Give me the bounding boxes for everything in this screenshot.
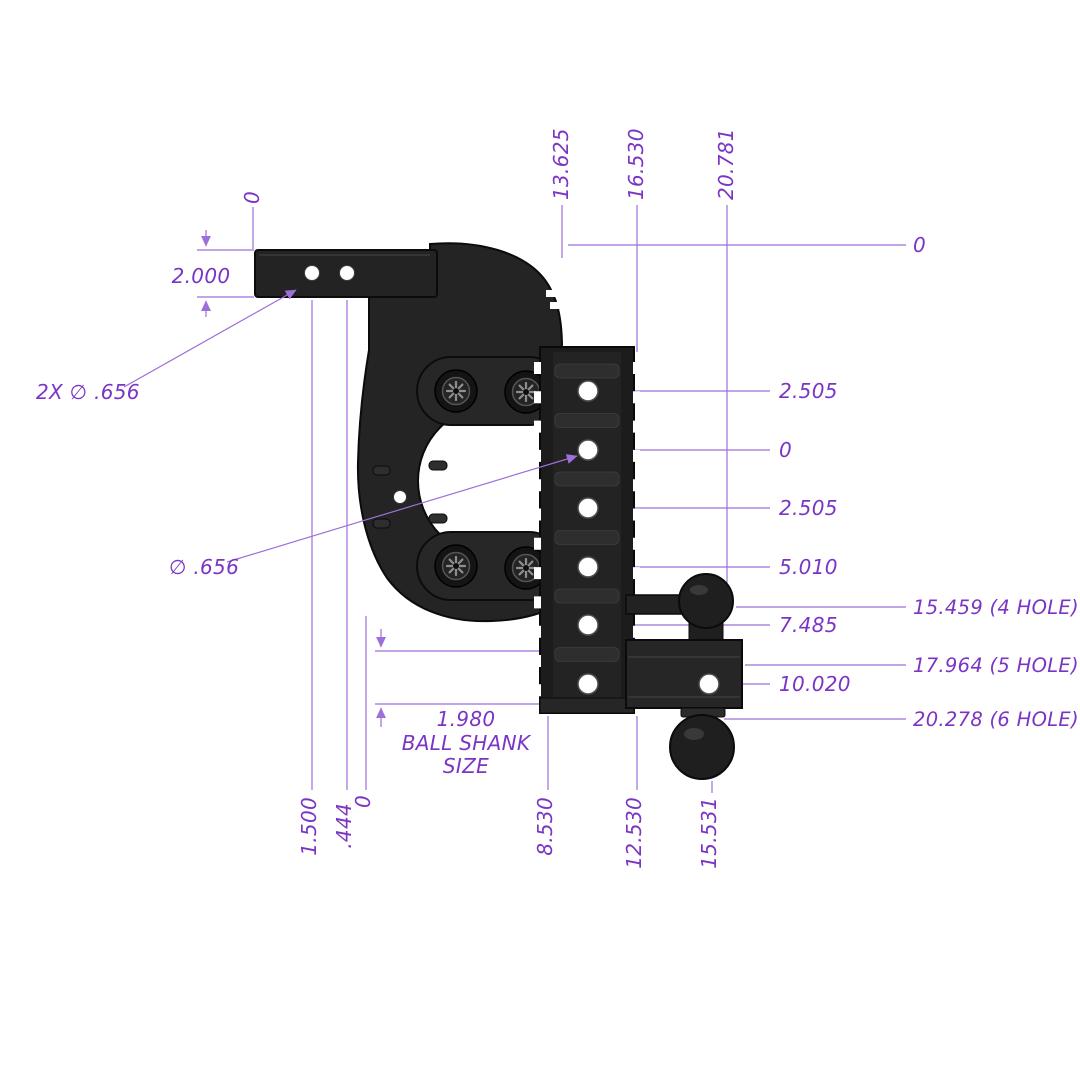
channel-rib	[554, 363, 620, 379]
channel-foot	[539, 697, 635, 714]
dim-hole-10-020: 10.020	[779, 672, 851, 696]
dim-drop-5-hole: 17.964 (5 HOLE)	[913, 654, 1079, 677]
mount-hole	[698, 673, 720, 695]
ball-shank-note-line2: SIZE	[443, 754, 489, 778]
dim-ball-shank-value: 1.980	[437, 707, 496, 731]
dim-hole-5-010: 5.010	[779, 555, 838, 579]
dual-ball-mount	[625, 573, 743, 780]
hitch-ball-small	[678, 573, 734, 629]
dim-top-zero: 0	[240, 191, 264, 204]
channel-hole	[577, 380, 599, 402]
dim-top-20-781: 20.781	[714, 128, 738, 200]
bolt-washer	[433, 368, 479, 414]
channel-rib	[554, 588, 620, 604]
hitch-ball-large	[669, 714, 735, 780]
dim-bottom-15-531: 15.531	[697, 797, 721, 869]
dim-bottom-12-530: 12.530	[622, 797, 646, 869]
dim-shank-holes-callout: 2X ∅ .656	[36, 380, 140, 404]
channel-rib	[554, 530, 620, 545]
ball-highlight	[690, 585, 708, 595]
channel-hole	[577, 439, 599, 461]
body-pilot-hole	[393, 490, 407, 504]
ball-highlight	[684, 728, 704, 740]
shank-pin-hole	[304, 265, 320, 281]
hitch-assembly	[254, 242, 743, 780]
dim-drop-4-hole: 15.459 (4 HOLE)	[913, 596, 1079, 619]
dim-drop-6-hole: 20.278 (6 HOLE)	[913, 708, 1079, 731]
body-slot	[428, 460, 448, 471]
dimension-leaders	[123, 230, 578, 727]
body-slot	[372, 465, 391, 476]
dim-top-16-530: 16.530	[624, 128, 648, 200]
leader-shank-holes	[123, 289, 297, 388]
shank-pin-hole	[339, 265, 355, 281]
channel-hole	[577, 673, 599, 695]
dim-bottom-1-500: 1.500	[297, 797, 321, 856]
dim-hole-zero: 0	[779, 438, 792, 462]
ball-shank-note-line1: BALL SHANK	[402, 731, 532, 755]
dim-hole-2-505-b: 2.505	[779, 496, 838, 520]
leader-channel-hole	[226, 454, 578, 563]
dim-bottom-zero: 0	[351, 795, 375, 808]
channel-hole	[577, 614, 599, 636]
dim-shank-height: 2.000	[172, 264, 231, 288]
dim-drop-zero: 0	[913, 233, 926, 257]
channel-rib	[554, 413, 620, 428]
mount-block	[625, 639, 743, 709]
channel-rib	[554, 471, 620, 487]
body-slot	[428, 513, 448, 524]
dim-hole-7-485: 7.485	[779, 613, 838, 637]
bolt-washer	[433, 543, 479, 589]
body-edge-notch	[550, 302, 570, 309]
channel-hole	[577, 497, 599, 519]
dim-channel-hole-callout: ∅ .656	[169, 555, 239, 579]
body-slot	[372, 518, 391, 529]
adjustment-channel	[534, 346, 640, 714]
dim-bottom-444: .444	[332, 803, 356, 849]
dim-bottom-8-530: 8.530	[533, 797, 557, 856]
dimension-labels: 0 13.625 16.530 20.781 2.000 2X ∅ .656 ∅…	[36, 128, 1079, 869]
channel-rib	[554, 647, 620, 662]
dim-top-13-625: 13.625	[549, 128, 573, 200]
channel-hole	[577, 556, 599, 578]
dim-hole-2-505-a: 2.505	[779, 379, 838, 403]
body-edge-notch	[546, 290, 568, 297]
